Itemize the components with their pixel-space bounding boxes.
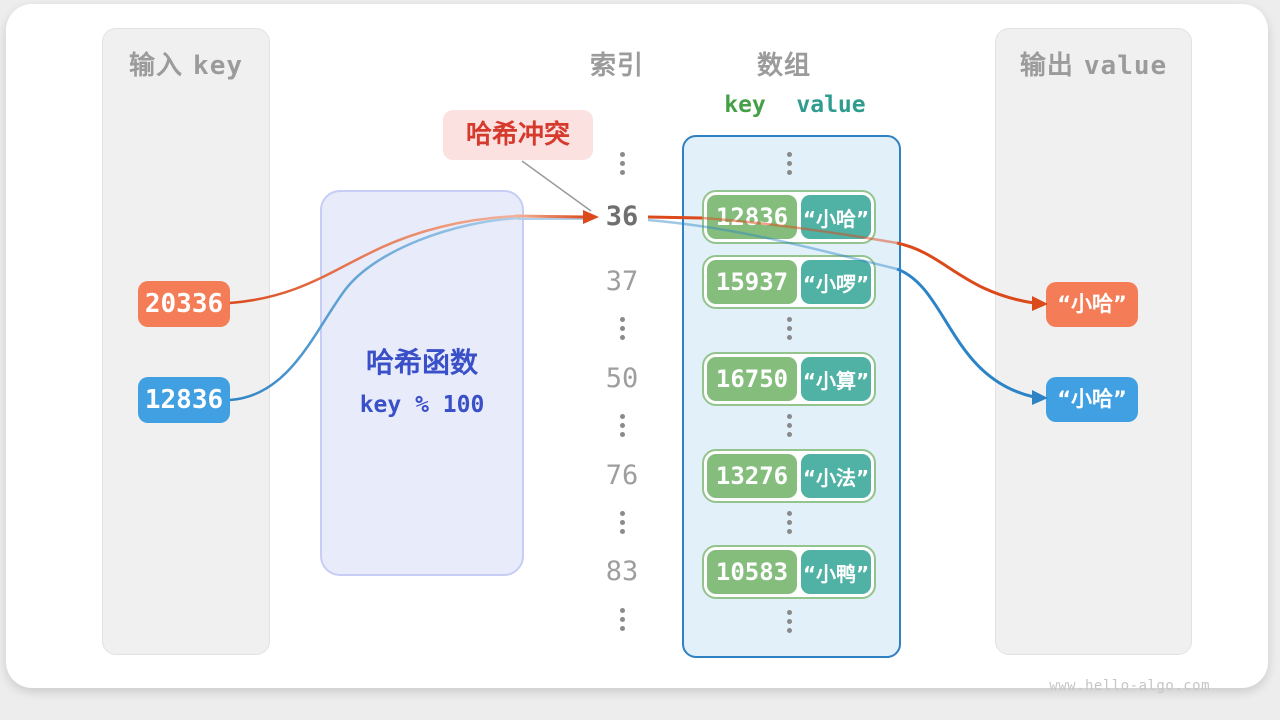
output-title-zh: 输出 (1019, 51, 1074, 81)
input-key-20336: 20336 (138, 281, 230, 327)
output-panel-title: 输出 value (996, 45, 1191, 82)
array-pair-16750: 16750 “小算” (702, 352, 876, 406)
ellipsis-icon (619, 317, 625, 340)
pair-key-cell: 16750 (707, 357, 797, 401)
output-value-orange: “小哈” (1046, 282, 1138, 327)
index-row-36: 36 (605, 201, 639, 232)
ellipsis-icon (619, 511, 625, 534)
output-value-panel: 输出 value (995, 28, 1192, 655)
output-value-blue: “小哈” (1046, 377, 1138, 422)
index-row-76: 76 (605, 460, 639, 491)
index-row-50: 50 (605, 363, 639, 394)
pair-value-cell: “小哈” (801, 195, 871, 239)
pair-value-cell: “小啰” (801, 260, 871, 304)
hash-function-formula: key % 100 (359, 392, 485, 418)
ellipsis-icon (786, 511, 792, 534)
array-pair-15937: 15937 “小啰” (702, 255, 876, 309)
pair-key-cell: 10583 (707, 550, 797, 594)
array-value-header: value (796, 92, 866, 118)
ellipsis-icon (619, 414, 625, 437)
hash-function-title: 哈希函数 (365, 346, 478, 379)
array-pair-13276: 13276 “小法” (702, 449, 876, 503)
array-pair-10583: 10583 “小鸭” (702, 545, 876, 599)
array-key-header: key (724, 92, 766, 118)
ellipsis-icon (786, 152, 792, 175)
ellipsis-icon (619, 608, 625, 631)
index-row-83: 83 (605, 556, 639, 587)
array-pair-12836: 12836 “小哈” (702, 190, 876, 244)
hash-collision-badge: 哈希冲突 (443, 110, 593, 160)
pair-key-cell: 12836 (707, 195, 797, 239)
watermark: www.hello-algo.com (1049, 678, 1210, 694)
hash-function-box (320, 190, 524, 576)
pair-key-cell: 15937 (707, 260, 797, 304)
input-title-en: key (193, 51, 244, 81)
ellipsis-icon (786, 414, 792, 437)
pair-value-cell: “小算” (801, 357, 871, 401)
input-key-panel: 输入 key (102, 28, 270, 655)
index-row-37: 37 (605, 266, 639, 297)
input-panel-title: 输入 key (103, 45, 269, 82)
index-column-title: 索引 (589, 51, 644, 81)
output-title-en: value (1083, 51, 1168, 81)
ellipsis-icon (786, 610, 792, 633)
ellipsis-icon (786, 317, 792, 340)
input-title-zh: 输入 (128, 51, 183, 81)
array-column-title: 数组 (756, 51, 811, 81)
ellipsis-icon (619, 152, 625, 175)
input-key-12836: 12836 (138, 377, 230, 423)
pair-value-cell: “小法” (801, 454, 871, 498)
pair-key-cell: 13276 (707, 454, 797, 498)
pair-value-cell: “小鸭” (801, 550, 871, 594)
